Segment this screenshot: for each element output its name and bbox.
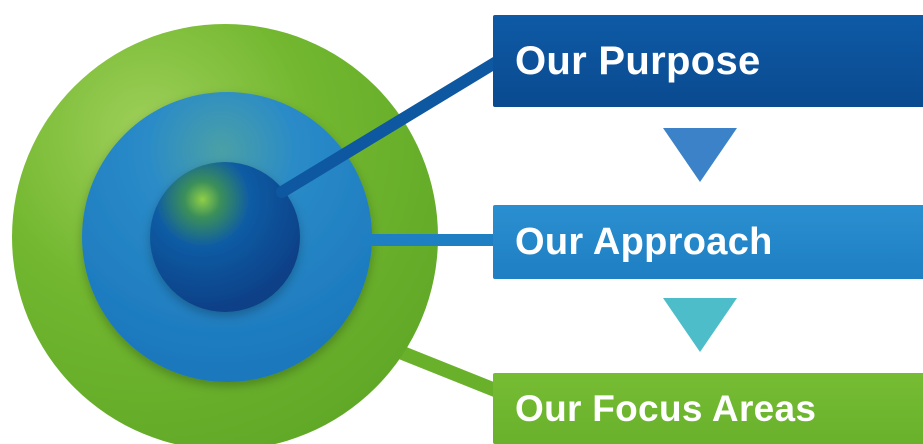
focus-areas-label: Our Focus Areas: [515, 387, 817, 429]
down-arrow-icon: [663, 128, 737, 182]
purpose-label: Our Purpose: [515, 38, 761, 83]
approach-label-box: Our Approach: [493, 205, 923, 279]
connector-line-purpose: [276, 52, 509, 198]
purpose-label-box: Our Purpose: [493, 15, 923, 107]
connector-line-focus: [397, 345, 503, 399]
focus-areas-label-box: Our Focus Areas: [493, 373, 923, 444]
approach-label: Our Approach: [515, 220, 773, 263]
down-arrow-icon: [663, 298, 737, 352]
core-circle: [150, 162, 300, 312]
